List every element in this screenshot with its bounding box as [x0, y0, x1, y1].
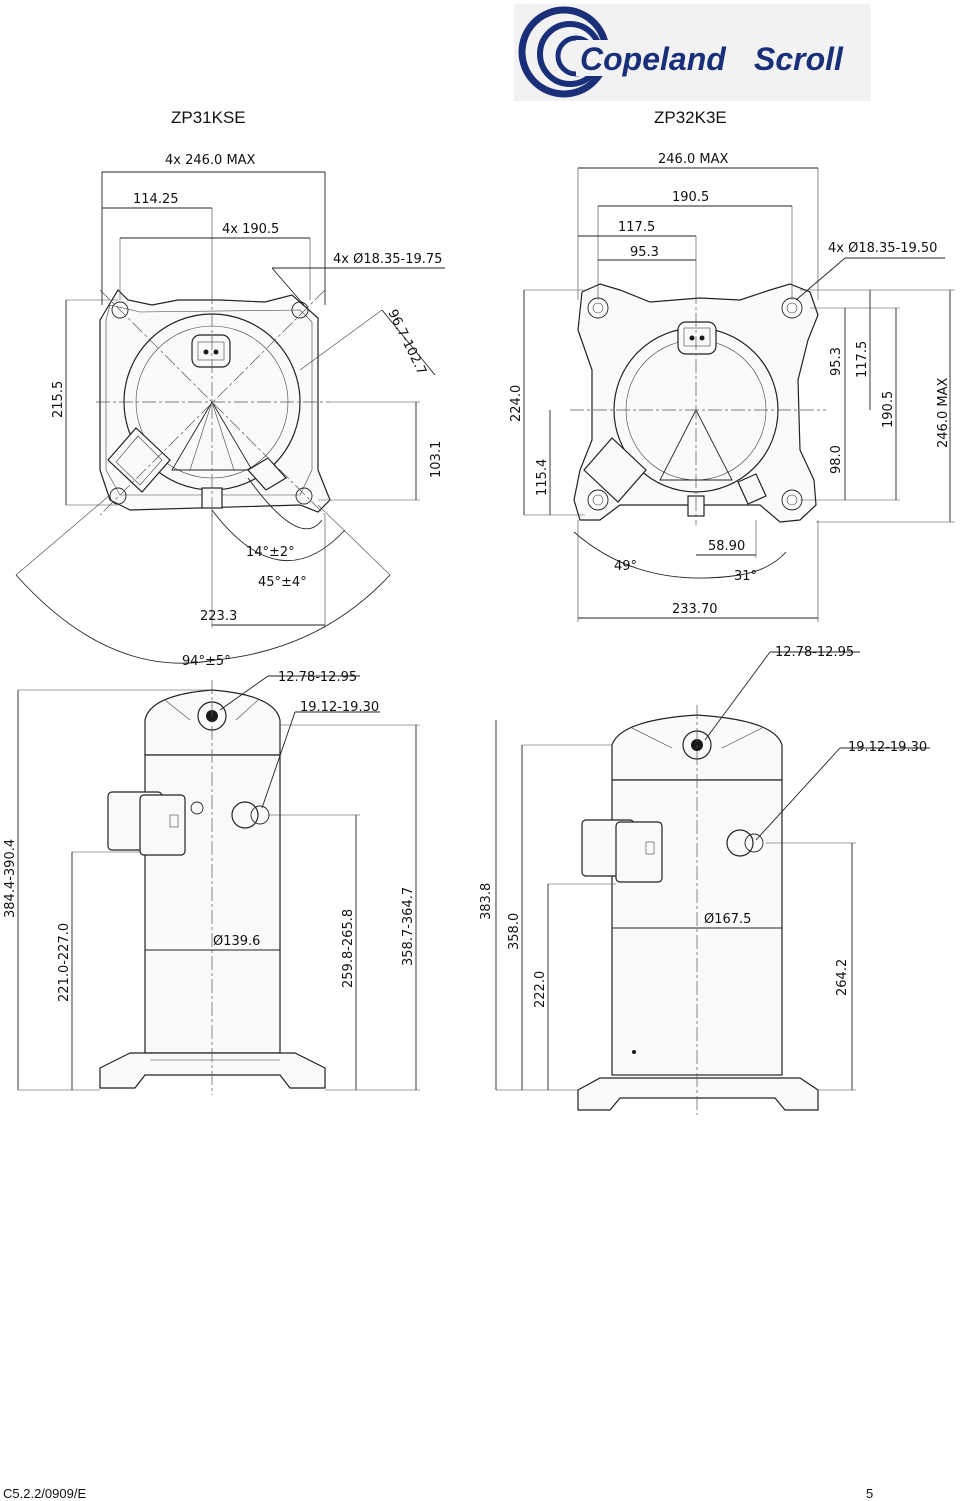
- dim-r-angle-31: 31°: [734, 569, 757, 584]
- right-top-view: 246.0 MAX 190.5 117.5 95.3 4x Ø18.35-19.…: [509, 152, 955, 622]
- dim-ls-suction: 12.78-12.95: [278, 670, 357, 685]
- dim-215-5: 215.5: [51, 381, 66, 418]
- title-zp31kse: ZP31KSE: [171, 108, 246, 127]
- dim-angle-94: 94°±5°: [182, 654, 231, 669]
- dim-96-7: 96.7-102.7: [384, 307, 429, 377]
- dim-103-1: 103.1: [429, 441, 444, 478]
- left-side-view: 12.78-12.95 19.12-19.30 384.4-390.4 221.…: [3, 670, 420, 1095]
- dim-rs-diameter: Ø167.5: [704, 912, 751, 927]
- dim-rs-383: 383.8: [479, 883, 494, 920]
- page-number: 5: [866, 1486, 874, 1501]
- left-top-view: 4x 246.0 MAX 114.25 4x 190.5 4x Ø18.35-1…: [15, 153, 445, 669]
- dim-hole-right: 4x Ø18.35-19.50: [828, 241, 937, 256]
- dim-angle-45: 45°±4°: [258, 575, 307, 590]
- logo-brand: Copeland: [580, 41, 727, 77]
- dim-r-246-max-v: 246.0 MAX: [936, 378, 951, 448]
- dim-ls-358: 358.7-364.7: [401, 887, 416, 966]
- dim-rs-358: 358.0: [507, 913, 522, 950]
- dim-r-58-9: 58.90: [708, 539, 745, 554]
- doc-code: C5.2.2/0909/E: [3, 1486, 87, 1501]
- dim-r-224: 224.0: [509, 385, 524, 422]
- dim-ls-221: 221.0-227.0: [57, 923, 72, 1002]
- dim-hole-left: 4x Ø18.35-19.75: [333, 252, 442, 267]
- right-side-view: 12.78-12.95 19.12-19.30 383.8 358.0 222.…: [479, 645, 930, 1115]
- dim-r-190-5: 190.5: [672, 190, 709, 205]
- dim-r-115-4: 115.4: [535, 459, 550, 496]
- dim-r-98: 98.0: [829, 445, 844, 474]
- dim-ls-384: 384.4-390.4: [3, 839, 18, 918]
- dim-r-117-5: 117.5: [618, 220, 655, 235]
- dim-r-117-5-v: 117.5: [855, 341, 870, 378]
- dim-r-95-3: 95.3: [630, 245, 659, 260]
- dim-rs-222: 222.0: [533, 971, 548, 1008]
- dim-rs-264: 264.2: [835, 959, 850, 996]
- dim-246-max: 4x 246.0 MAX: [165, 153, 256, 168]
- copeland-scroll-logo: Copeland Scroll: [514, 4, 871, 101]
- dim-ls-259: 259.8-265.8: [341, 909, 356, 988]
- dim-ls-discharge: 19.12-19.30: [300, 700, 379, 715]
- dim-rs-discharge: 19.12-19.30: [848, 740, 927, 755]
- dim-r-190-5-v: 190.5: [881, 391, 896, 428]
- title-zp32k3e: ZP32K3E: [654, 108, 727, 127]
- dim-r-246-max: 246.0 MAX: [658, 152, 728, 167]
- dim-r-233-7: 233.70: [672, 602, 718, 617]
- dim-223-3: 223.3: [200, 609, 237, 624]
- dim-114-25: 114.25: [133, 192, 179, 207]
- dim-angle-14: 14°±2°: [246, 545, 295, 560]
- logo-product: Scroll: [754, 41, 844, 77]
- dim-4x-190-5: 4x 190.5: [222, 222, 279, 237]
- dim-r-95-3-v: 95.3: [829, 347, 844, 376]
- dim-ls-diameter: Ø139.6: [213, 934, 260, 949]
- dim-rs-suction: 12.78-12.95: [775, 645, 854, 660]
- dim-r-angle-49: 49°: [614, 559, 637, 574]
